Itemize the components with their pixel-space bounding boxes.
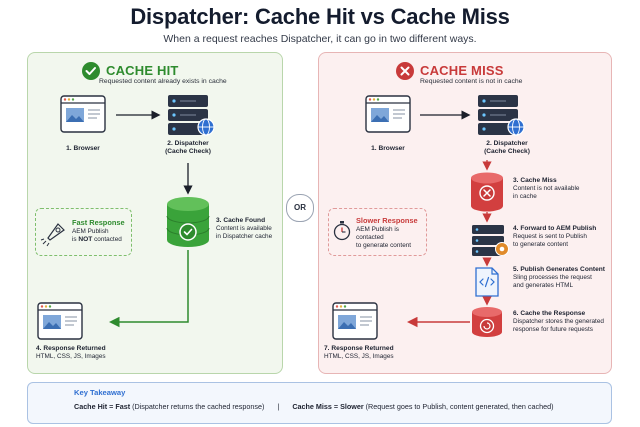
- miss-browser-icon: [365, 95, 411, 133]
- hit-response-text: HTML, CSS, JS, Images: [36, 353, 106, 360]
- fast-response-box: [35, 208, 132, 256]
- miss-dispatcher-label-line1: 2. Dispatcher: [486, 140, 528, 147]
- cache-miss-step-text-1: Content is not available: [513, 185, 580, 192]
- takeaway-separator: |: [277, 402, 280, 411]
- miss-response-note: 7. Response Returned HTML, CSS, JS, Imag…: [324, 345, 424, 361]
- fast-response-text-2a: is: [72, 236, 79, 243]
- fast-response-title: Fast Response: [72, 218, 125, 227]
- miss-response-text: HTML, CSS, JS, Images: [324, 353, 394, 360]
- miss-dispatcher-label: 2. Dispatcher (Cache Check): [476, 140, 538, 156]
- cache-response-note: 6. Cache the Response Dispatcher stores …: [513, 310, 608, 334]
- hit-dispatcher-label: 2. Dispatcher (Cache Check): [158, 140, 218, 156]
- publish-generates-title: 5. Publish Generates Content: [513, 266, 605, 273]
- cache-response-title: 6. Cache the Response: [513, 310, 586, 317]
- slower-response-title: Slower Response: [356, 216, 418, 225]
- rocket-icon: [40, 223, 65, 247]
- slower-response-box: [328, 208, 427, 256]
- code-document-icon: [475, 267, 499, 297]
- cache-miss-subheading: Requested content is not in cache: [420, 78, 523, 85]
- takeaway-miss-bold: Cache Miss = Slower: [292, 402, 364, 411]
- forward-publish-title: 4. Forward to AEM Publish: [513, 225, 597, 232]
- cache-store-database-icon: [472, 307, 502, 337]
- miss-browser-label: 1. Browser: [371, 145, 405, 152]
- cache-miss-database-icon: [471, 172, 503, 212]
- hit-response-note: 4. Response Returned HTML, CSS, JS, Imag…: [36, 345, 136, 361]
- forward-publish-text-2: to generate content: [513, 241, 569, 248]
- cache-miss-step-note: 3. Cache Miss Content is not available i…: [513, 177, 605, 201]
- gear-icon: [495, 242, 509, 256]
- key-takeaway-text: Cache Hit = Fast (Dispatcher returns the…: [74, 402, 604, 411]
- response-browser-icon: [37, 302, 83, 340]
- cache-miss-step-title: 3. Cache Miss: [513, 177, 557, 184]
- cache-miss-step-text-2: in cache: [513, 193, 537, 200]
- fast-response-note: Fast Response AEM Publish is NOT contact…: [72, 219, 130, 244]
- cache-miss-heading: CACHE MISS: [420, 63, 504, 78]
- page-subtitle: When a request reaches Dispatcher, it ca…: [163, 33, 477, 45]
- fast-response-text-1: AEM Publish: [72, 228, 109, 235]
- cache-hit-heading: CACHE HIT: [106, 63, 179, 78]
- forward-publish-text-1: Request is sent to Publish: [513, 233, 587, 240]
- page-title: Dispatcher: Cache Hit vs Cache Miss: [130, 4, 510, 29]
- globe-icon: [197, 118, 215, 136]
- miss-globe-icon: [507, 118, 525, 136]
- stopwatch-icon: [333, 221, 351, 241]
- takeaway-hit-rest: (Dispatcher returns the cached response): [130, 402, 265, 411]
- hit-dispatcher-label-line2: (Cache Check): [165, 148, 211, 155]
- browser-icon: [60, 95, 106, 133]
- key-takeaway-title: Key Takeaway: [74, 388, 126, 397]
- or-separator: OR: [286, 194, 314, 222]
- publish-server-icon: [472, 225, 504, 256]
- fast-response-text-2b: NOT: [78, 236, 93, 243]
- publish-generates-text-2: and generates HTML: [513, 282, 574, 289]
- forward-publish-note: 4. Forward to AEM Publish Request is sen…: [513, 225, 608, 249]
- fast-response-text-2c: contacted: [92, 236, 122, 243]
- takeaway-miss-rest: (Request goes to Publish, content genera…: [363, 402, 554, 411]
- hit-browser-label: 1. Browser: [66, 145, 100, 152]
- cache-found-title: 3. Cache Found: [216, 217, 266, 224]
- miss-response-browser-icon: [332, 302, 378, 340]
- arrow-cache-to-response: [109, 250, 189, 328]
- cache-found-text-1: Content is available: [216, 225, 272, 232]
- miss-dispatcher-label-line2: (Cache Check): [484, 148, 530, 155]
- cache-response-text-1: Dispatcher stores the generated: [513, 318, 604, 325]
- slower-response-text-1: AEM Publish is contacted: [356, 226, 399, 241]
- cache-response-text-2: response for future requests: [513, 326, 593, 333]
- publish-generates-note: 5. Publish Generates Content Sling proce…: [513, 266, 608, 290]
- cache-database-icon: [166, 197, 210, 247]
- hit-response-title: 4. Response Returned: [36, 345, 106, 352]
- cache-found-note: 3. Cache Found Content is available in D…: [216, 217, 286, 241]
- takeaway-hit-bold: Cache Hit = Fast: [74, 402, 131, 411]
- key-takeaway-box: [27, 382, 612, 424]
- x-circle-icon: [396, 62, 414, 80]
- cache-found-text-2: in Dispatcher cache: [216, 233, 273, 240]
- slower-response-text-2: to generate content: [356, 242, 412, 249]
- hit-dispatcher-label-line1: 2. Dispatcher: [167, 140, 209, 147]
- slower-response-note: Slower Response AEM Publish is contacted…: [356, 217, 426, 250]
- publish-generates-text-1: Sling processes the request: [513, 274, 592, 281]
- cache-hit-subheading: Requested content already exists in cach…: [99, 78, 227, 85]
- miss-response-title: 7. Response Returned: [324, 345, 394, 352]
- check-circle-icon: [82, 62, 100, 80]
